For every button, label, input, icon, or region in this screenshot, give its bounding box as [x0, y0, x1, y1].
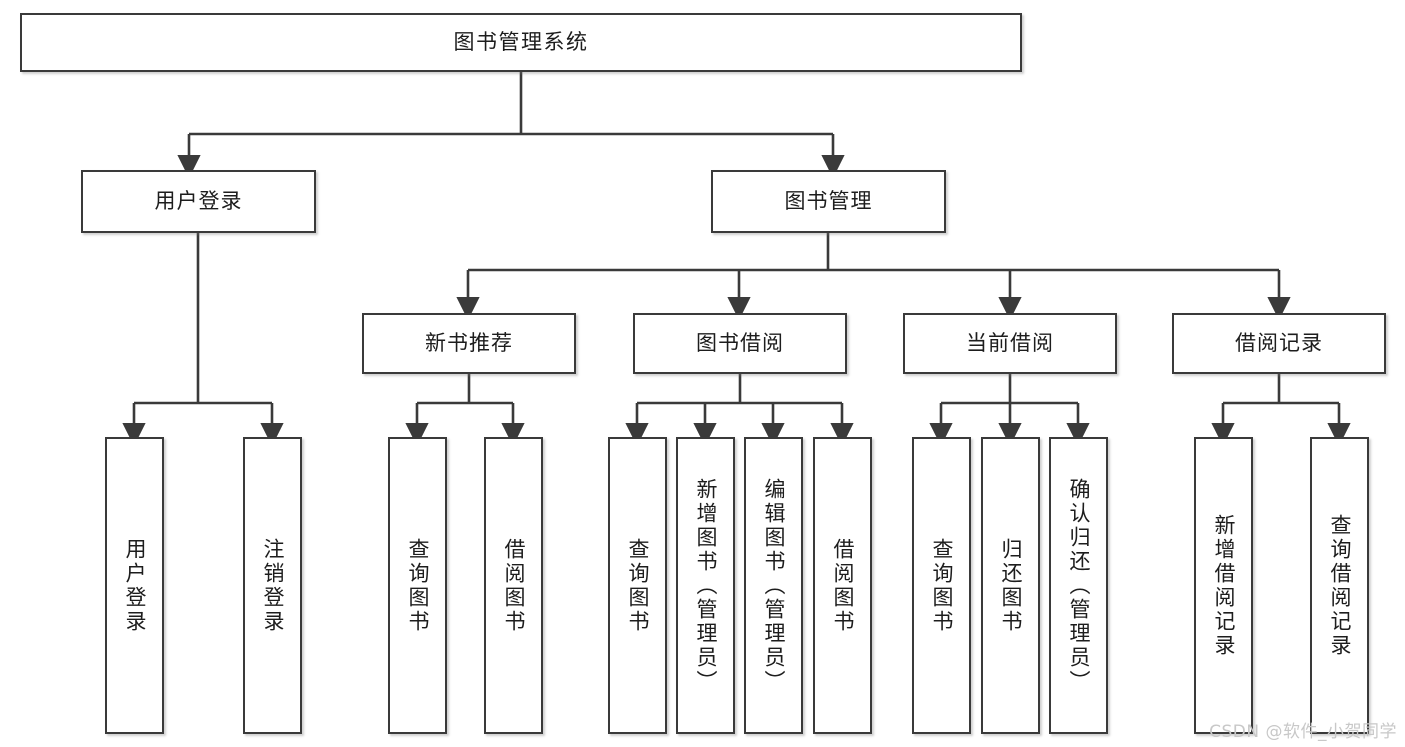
node-label: 查询图书: [930, 537, 954, 634]
node-label: 归还图书: [999, 537, 1023, 634]
node-label: 借阅记录: [1235, 331, 1323, 356]
node-book-borrowing[interactable]: 图书借阅: [633, 313, 847, 374]
node-label: 图书借阅: [696, 331, 784, 356]
leaf-user-login-login[interactable]: 用户登录: [105, 437, 164, 734]
node-label: 确认归还（管理员）: [1067, 477, 1091, 694]
node-label: 借阅图书: [831, 537, 855, 634]
leaf-current-borrow-confirm-return-admin[interactable]: 确认归还（管理员）: [1049, 437, 1108, 734]
node-label: 新增图书（管理员）: [694, 477, 718, 694]
leaf-book-borrow-query-books[interactable]: 查询图书: [608, 437, 667, 734]
node-label: 用户登录: [123, 537, 147, 634]
leaf-current-borrow-return-books[interactable]: 归还图书: [981, 437, 1040, 734]
node-label: 图书管理系统: [453, 30, 589, 55]
leaf-book-borrow-add-book-admin[interactable]: 新增图书（管理员）: [676, 437, 735, 734]
node-root-book-management-system[interactable]: 图书管理系统: [20, 13, 1022, 72]
csdn-watermark: CSDN @软件_小贺同学: [1209, 722, 1397, 742]
node-label: 查询借阅记录: [1328, 513, 1352, 658]
node-new-book-recommendation[interactable]: 新书推荐: [362, 313, 576, 374]
node-label: 查询图书: [626, 537, 650, 634]
node-book-management[interactable]: 图书管理: [711, 170, 946, 233]
node-borrow-records[interactable]: 借阅记录: [1172, 313, 1386, 374]
leaf-current-borrow-query-books[interactable]: 查询图书: [912, 437, 971, 734]
leaf-record-query-borrow-record[interactable]: 查询借阅记录: [1310, 437, 1369, 734]
leaf-book-borrow-edit-book-admin[interactable]: 编辑图书（管理员）: [744, 437, 803, 734]
node-label: 图书管理: [784, 189, 873, 214]
leaf-record-add-borrow-record[interactable]: 新增借阅记录: [1194, 437, 1253, 734]
node-current-borrowing[interactable]: 当前借阅: [903, 313, 1117, 374]
leaf-new-book-borrow-books[interactable]: 借阅图书: [484, 437, 543, 734]
leaf-user-login-logout[interactable]: 注销登录: [243, 437, 302, 734]
leaf-new-book-query-books[interactable]: 查询图书: [388, 437, 447, 734]
node-label: 用户登录: [154, 189, 243, 214]
node-label: 新增借阅记录: [1212, 513, 1236, 658]
node-label: 查询图书: [406, 537, 430, 634]
node-user-login[interactable]: 用户登录: [81, 170, 316, 233]
node-label: 当前借阅: [966, 331, 1054, 356]
node-label: 新书推荐: [425, 331, 513, 356]
node-label: 编辑图书（管理员）: [762, 477, 786, 694]
node-label: 注销登录: [261, 537, 285, 634]
node-label: 借阅图书: [502, 537, 526, 634]
leaf-book-borrow-borrow-books[interactable]: 借阅图书: [813, 437, 872, 734]
